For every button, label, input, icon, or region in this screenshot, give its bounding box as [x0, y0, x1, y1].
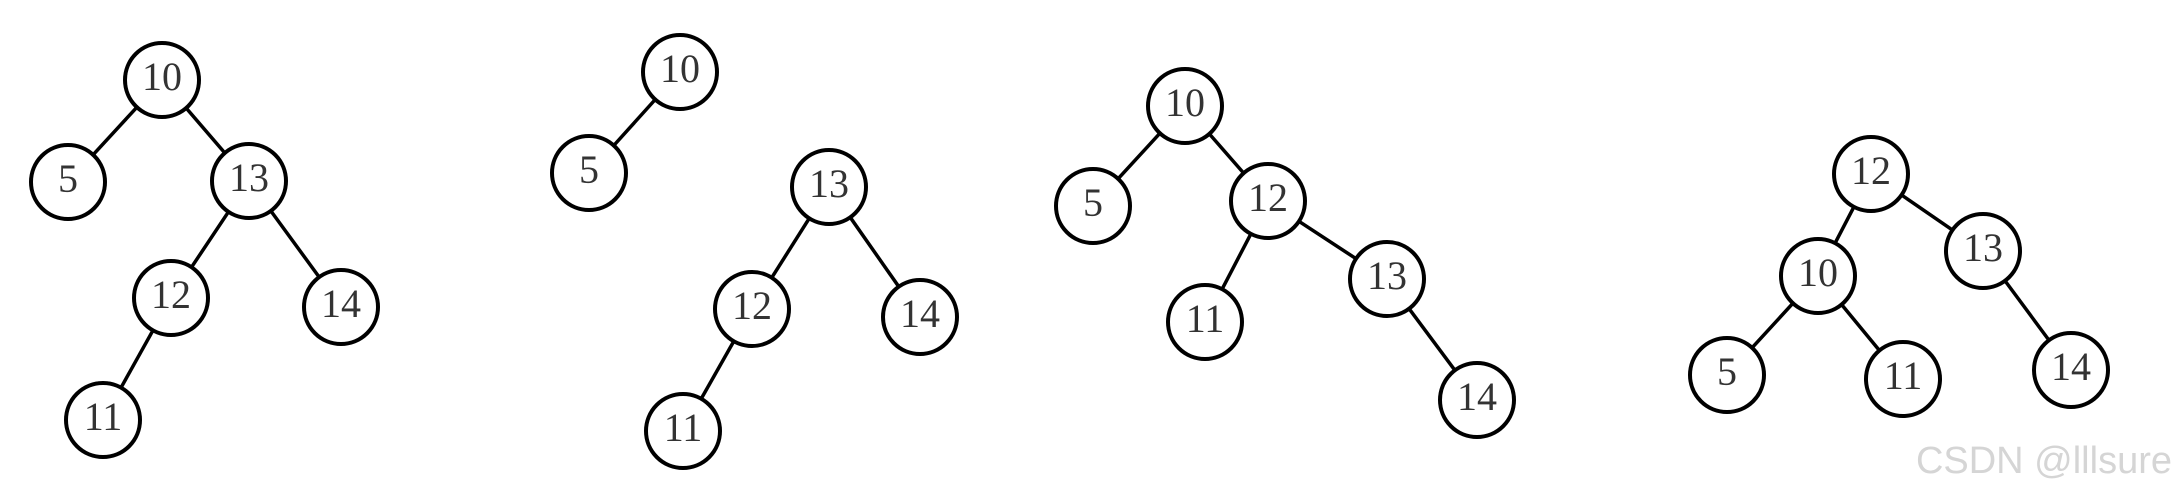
tree-node-11: 11 — [1864, 340, 1942, 418]
node-circle — [1146, 67, 1224, 145]
tree-node-11: 11 — [644, 392, 722, 470]
node-label: 13 — [1367, 253, 1407, 298]
node-circle — [1348, 240, 1426, 318]
node-circle — [302, 268, 380, 346]
tree-node-13: 13 — [1944, 212, 2022, 290]
node-label: 12 — [151, 272, 191, 317]
edge-12-11 — [1220, 233, 1253, 290]
tree-3: 10 5 12 11 13 14 — [1054, 67, 1516, 439]
tree-node-12: 12 — [1832, 135, 1910, 213]
tree-node-13: 13 — [210, 142, 288, 220]
tree-node-5: 5 — [1688, 336, 1766, 414]
node-circle — [644, 392, 722, 470]
node-label: 14 — [2051, 344, 2091, 389]
node-circle — [210, 142, 288, 220]
edge-10-5 — [91, 106, 139, 156]
tree-node-12: 12 — [713, 270, 791, 348]
node-circle — [1054, 167, 1132, 245]
node-label: 14 — [321, 281, 361, 326]
edge-12-11 — [119, 329, 155, 389]
tree-2: 10 5 13 12 14 11 — [550, 33, 959, 470]
watermark: CSDN @lllsure — [1915, 440, 2172, 482]
node-circle — [1688, 336, 1766, 414]
node-circle — [550, 134, 628, 212]
node-label: 12 — [732, 283, 772, 328]
edge-10-5 — [1750, 302, 1795, 349]
node-label: 14 — [900, 291, 940, 336]
tree-node-10: 10 — [123, 41, 201, 119]
node-label: 11 — [664, 405, 703, 450]
node-label: 13 — [229, 155, 269, 200]
tree-node-14: 14 — [1438, 361, 1516, 439]
edge-12-11 — [699, 340, 736, 400]
edge-10-12 — [1208, 132, 1245, 175]
node-circle — [881, 278, 959, 356]
edge-12-10 — [1833, 206, 1856, 244]
node-circle — [713, 270, 791, 348]
node-label: 5 — [579, 147, 599, 192]
node-circle — [2032, 331, 2110, 409]
tree-node-5: 5 — [550, 134, 628, 212]
edge-13-14 — [848, 216, 901, 288]
node-label: 14 — [1457, 374, 1497, 419]
node-label: 11 — [1884, 353, 1923, 398]
tree-node-10: 10 — [641, 33, 719, 111]
node-label: 12 — [1248, 175, 1288, 220]
node-circle — [29, 143, 107, 221]
tree-node-12: 12 — [1229, 162, 1307, 240]
node-label: 5 — [58, 156, 78, 201]
node-label: 11 — [84, 394, 123, 439]
node-circle — [132, 259, 210, 337]
node-circle — [1944, 212, 2022, 290]
edge-12-13 — [1297, 219, 1358, 261]
tree-node-5: 5 — [29, 143, 107, 221]
node-circle — [641, 33, 719, 111]
tree-node-12: 12 — [132, 259, 210, 337]
node-circle — [64, 381, 142, 459]
node-label: 13 — [809, 161, 849, 206]
tree-node-11: 11 — [1166, 283, 1244, 361]
tree-4: 12 10 13 5 11 14 — [1688, 135, 2110, 418]
tree-node-14: 14 — [2032, 331, 2110, 409]
edge-13-12 — [190, 210, 230, 269]
tree-node-14: 14 — [881, 278, 959, 356]
tree-1: 10 5 13 12 14 11 — [29, 41, 380, 459]
edge-12-13 — [1900, 193, 1954, 232]
node-label: 10 — [1165, 80, 1205, 125]
node-label: 11 — [1186, 296, 1225, 341]
edge-13-12 — [770, 217, 811, 279]
edge-13-14 — [1407, 307, 1457, 372]
node-label: 12 — [1851, 148, 1891, 193]
tree-node-14: 14 — [302, 268, 380, 346]
tree-node-11: 11 — [64, 381, 142, 459]
edge-13-14 — [269, 209, 321, 279]
tree-node-13: 13 — [1348, 240, 1426, 318]
node-circle — [790, 148, 868, 226]
node-circle — [1832, 135, 1910, 213]
node-label: 10 — [660, 46, 700, 91]
node-label: 10 — [142, 54, 182, 99]
node-label: 13 — [1963, 225, 2003, 270]
edge-13-14 — [2003, 279, 2051, 342]
node-circle — [1438, 361, 1516, 439]
edge-10-5 — [1116, 132, 1162, 180]
edge-10-13 — [184, 106, 227, 155]
node-circle — [1229, 162, 1307, 240]
node-circle — [123, 41, 201, 119]
tree-node-10: 10 — [1146, 67, 1224, 145]
tree-node-10: 10 — [1779, 237, 1857, 315]
node-label: 5 — [1717, 349, 1737, 394]
tree-node-5: 5 — [1054, 167, 1132, 245]
edge-10-5 — [612, 98, 657, 147]
node-circle — [1166, 283, 1244, 361]
node-circle — [1864, 340, 1942, 418]
tree-node-13: 13 — [790, 148, 868, 226]
node-label: 5 — [1083, 180, 1103, 225]
node-label: 10 — [1798, 250, 1838, 295]
edge-10-11 — [1840, 303, 1881, 352]
node-circle — [1779, 237, 1857, 315]
